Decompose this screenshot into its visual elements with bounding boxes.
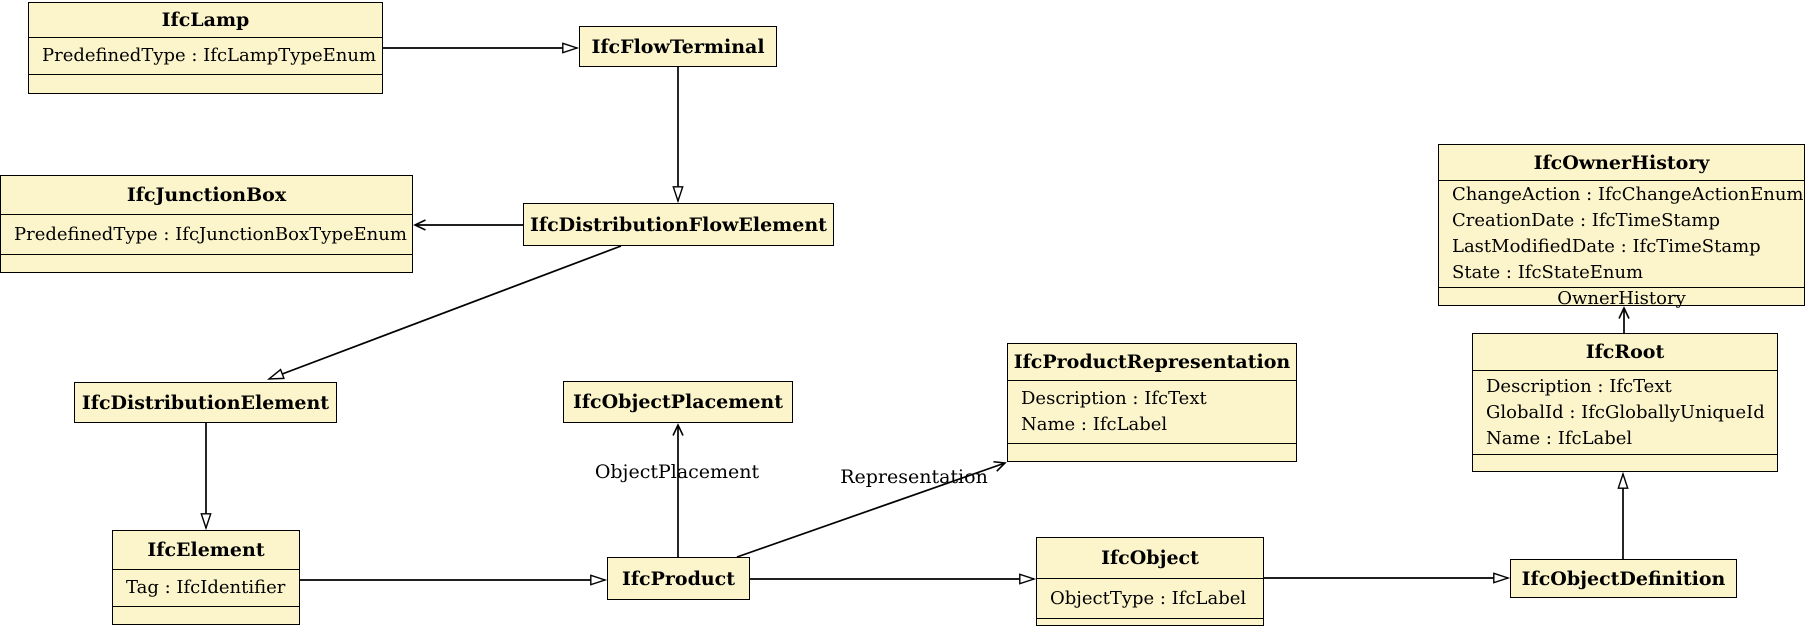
edge-label-objectplacement: ObjectPlacement (594, 461, 760, 483)
class-footer: OwnerHistory (1439, 287, 1804, 309)
uml-class-node-ifcjunctionbox[interactable]: IfcJunctionBox PredefinedType : IfcJunct… (0, 175, 413, 273)
class-footer (29, 74, 382, 93)
class-name: IfcDistributionFlowElement (530, 213, 827, 236)
class-name: IfcObjectDefinition (1521, 567, 1726, 590)
class-footer (1037, 618, 1263, 625)
class-attributes: PredefinedType : IfcJunctionBoxTypeEnum (1, 214, 412, 254)
class-attribute: PredefinedType : IfcJunctionBoxTypeEnum (14, 223, 407, 245)
class-name: IfcRoot (1585, 341, 1665, 363)
class-attribute: LastModifiedDate : IfcTimeStamp (1452, 236, 1761, 257)
class-attribute: ObjectType : IfcLabel (1050, 587, 1247, 609)
class-attribute: Description : IfcText (1021, 388, 1207, 409)
class-name: IfcFlowTerminal (591, 35, 765, 58)
class-attributes: Tag : IfcIdentifier (113, 569, 299, 606)
class-attribute: CreationDate : IfcTimeStamp (1452, 210, 1720, 231)
class-attribute: GlobalId : IfcGloballyUniqueId (1486, 401, 1765, 423)
class-attribute: PredefinedType : IfcLampTypeEnum (42, 45, 377, 66)
edge-ifcproduct-to-ifcproductrepresentation (736, 463, 1005, 558)
class-attributes: ObjectType : IfcLabel (1037, 578, 1263, 618)
uml-class-node-ifcelement[interactable]: IfcElement Tag : IfcIdentifier (112, 530, 300, 625)
class-name: IfcOwnerHistory (1533, 151, 1710, 174)
edge-ifcdistributionflowelement-to-ifcdistributionelement (269, 245, 622, 380)
class-footer (1008, 443, 1296, 461)
class-attributes: PredefinedType : IfcLampTypeEnum (29, 37, 382, 74)
class-name: IfcLamp (161, 9, 250, 31)
class-name: IfcJunctionBox (126, 184, 287, 206)
uml-class-node-ifclamp[interactable]: IfcLamp PredefinedType : IfcLampTypeEnum (28, 2, 383, 94)
class-attribute: Tag : IfcIdentifier (126, 577, 286, 598)
class-attribute: Name : IfcLabel (1021, 414, 1168, 435)
uml-class-node-ifcdistributionflowelement[interactable]: IfcDistributionFlowElement (523, 203, 834, 246)
class-attribute: Description : IfcText (1486, 375, 1672, 397)
uml-class-node-ifcproductrepresentation[interactable]: IfcProductRepresentation Description : I… (1007, 343, 1297, 462)
edge-label-representation: Representation (840, 466, 988, 488)
class-name: IfcDistributionElement (81, 391, 330, 414)
class-footer (1, 254, 412, 272)
class-name: IfcObject (1101, 547, 1199, 569)
uml-class-node-ifcflowterminal[interactable]: IfcFlowTerminal (579, 26, 777, 67)
class-footer (1473, 454, 1777, 471)
class-name: IfcElement (147, 539, 265, 561)
class-attribute: State : IfcStateEnum (1452, 262, 1644, 283)
class-footer (113, 606, 299, 624)
uml-class-node-ifcproduct[interactable]: IfcProduct (607, 557, 750, 600)
class-name: IfcObjectPlacement (572, 391, 784, 413)
uml-class-node-ifcobjectplacement[interactable]: IfcObjectPlacement (563, 381, 793, 423)
class-name: IfcProductRepresentation (1013, 351, 1291, 373)
uml-class-node-ifcownerhistory[interactable]: IfcOwnerHistory ChangeAction : IfcChange… (1438, 144, 1805, 309)
uml-class-node-ifcdistributionelement[interactable]: IfcDistributionElement (74, 382, 337, 423)
class-attribute: Name : IfcLabel (1486, 427, 1633, 449)
class-name: IfcProduct (621, 567, 736, 590)
uml-class-node-ifcobject[interactable]: IfcObject ObjectType : IfcLabel (1036, 537, 1264, 626)
uml-class-node-ifcobjectdefinition[interactable]: IfcObjectDefinition (1510, 559, 1737, 598)
class-attribute: ChangeAction : IfcChangeActionEnum (1452, 184, 1804, 205)
